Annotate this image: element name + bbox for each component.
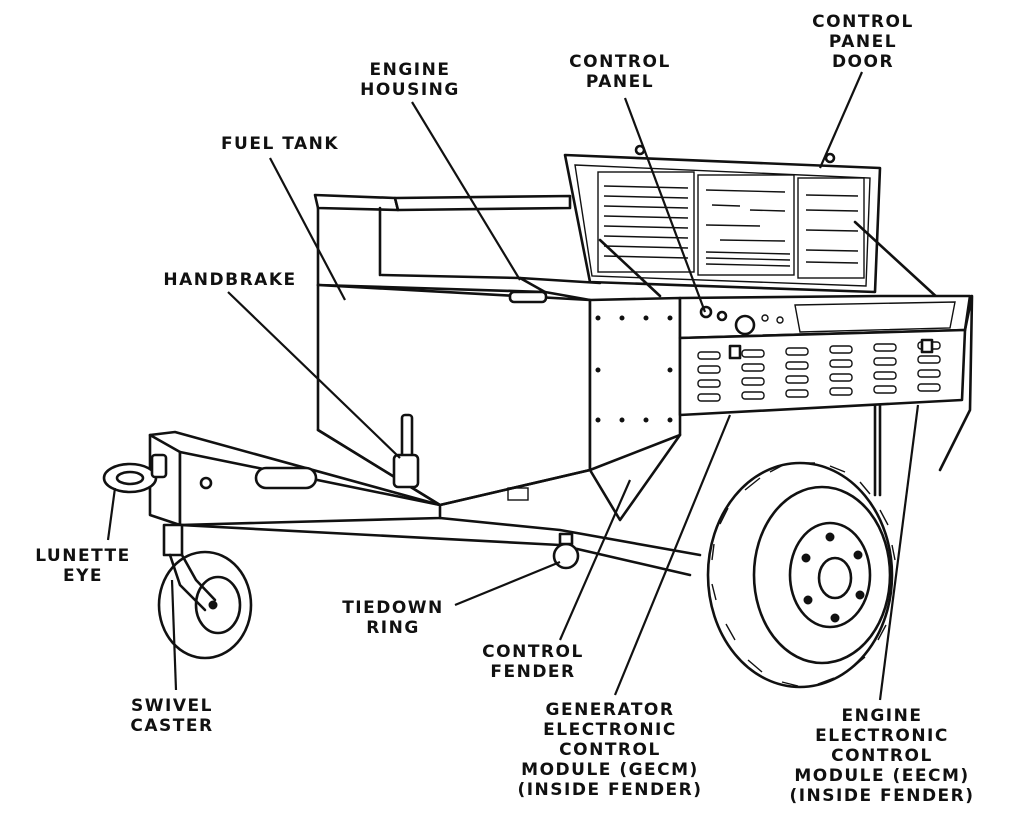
control-panel-drawing — [678, 294, 974, 497]
label-fuel-tank: FUEL TANK — [220, 134, 340, 154]
label-engine-housing: ENGINE HOUSING — [360, 60, 460, 100]
label-lunette-eye: LUNETTE EYE — [35, 546, 131, 586]
leader-lines — [106, 71, 920, 701]
swivel-caster-drawing — [157, 523, 253, 660]
engine-housing-drawing — [313, 193, 602, 294]
label-gecm: GENERATOR ELECTRONIC CONTROL MODULE (GEC… — [517, 700, 703, 800]
label-swivel-caster: SWIVEL CASTER — [130, 696, 214, 736]
label-control-panel-door: CONTROL PANEL DOOR — [812, 12, 914, 72]
drawbar-drawing — [102, 430, 702, 577]
label-handbrake: HANDBRAKE — [163, 270, 297, 290]
handbrake-drawing — [392, 413, 420, 489]
control-panel-door-drawing — [563, 144, 942, 302]
label-eecm: ENGINE ELECTRONIC CONTROL MODULE (EECM) … — [789, 706, 975, 806]
label-control-panel: CONTROL PANEL — [569, 52, 671, 92]
control-fender-drawing — [588, 296, 682, 522]
main-wheel-drawing — [706, 461, 896, 689]
label-control-fender: CONTROL FENDER — [482, 642, 584, 682]
label-tiedown-ring: TIEDOWN RING — [342, 598, 444, 638]
fuel-tank-drawing — [316, 283, 592, 507]
